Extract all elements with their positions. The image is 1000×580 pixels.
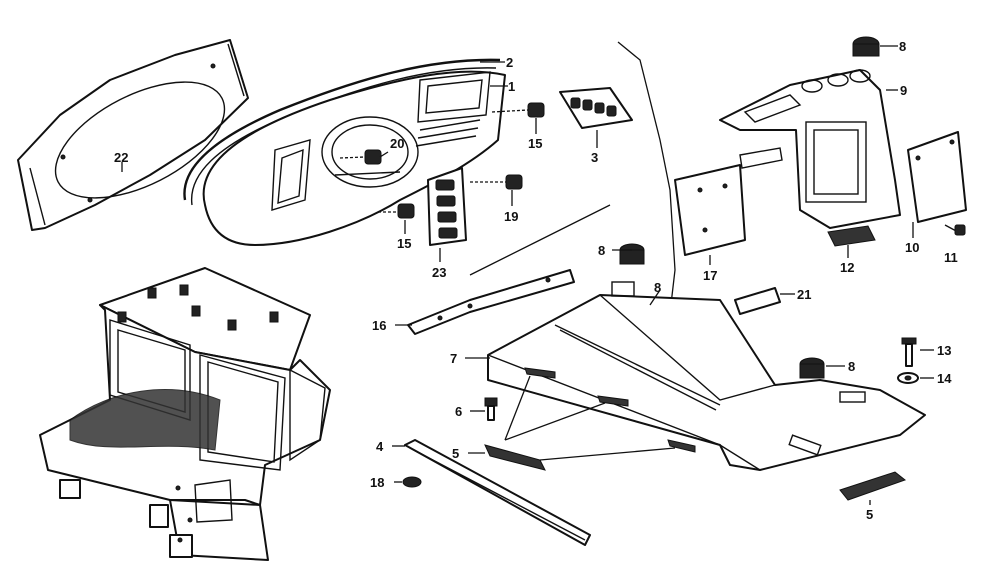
callout-15b: 15: [397, 236, 411, 251]
switch-panel-part-3: [559, 87, 633, 129]
cap-part-8-a: [852, 36, 880, 57]
callout-3: 3: [591, 150, 598, 165]
tread-part-5-left: [484, 367, 696, 471]
screw-part-6: [484, 397, 498, 421]
callout-19: 19: [504, 209, 518, 224]
callout-21: 21: [797, 287, 811, 302]
callout-11: 11: [944, 250, 958, 265]
screw-part-11: [944, 224, 966, 236]
trim-strip-part-2: [183, 58, 501, 201]
callout-5b: 5: [866, 507, 873, 522]
rear-panel-part-22: [17, 39, 249, 231]
screw-part-15-lower: [378, 203, 415, 219]
side-console-part-9: [719, 69, 901, 229]
callout-2: 2: [506, 55, 513, 70]
screw-part-15-upper: [491, 102, 545, 118]
washer-part-14: [897, 372, 919, 384]
rail-part-4: [404, 439, 591, 546]
callout-15a: 15: [528, 136, 542, 151]
callout-10: 10: [905, 240, 919, 255]
cap-part-8-b: [619, 243, 645, 265]
switch-strip-part-23: [427, 167, 467, 246]
callout-1: 1: [508, 79, 515, 94]
callout-16: 16: [372, 318, 386, 333]
bolt-part-13: [901, 337, 917, 367]
callout-12: 12: [840, 260, 854, 275]
callout-18: 18: [370, 475, 384, 490]
assembly-guide-line-2: [469, 204, 611, 276]
bracket-bar-part-16: [407, 269, 575, 335]
nut-part-18: [402, 476, 422, 488]
tread-part-5-right: [839, 471, 907, 501]
callout-8b: 8: [598, 243, 605, 258]
floor-panel-part-7: [487, 281, 926, 471]
callout-8d: 8: [848, 359, 855, 374]
callout-7: 7: [450, 351, 457, 366]
callout-leaders: [121, 45, 934, 505]
callout-17: 17: [703, 268, 717, 283]
callout-5a: 5: [452, 446, 459, 461]
callout-8c: 8: [654, 280, 661, 295]
callout-labels: 1 2 3 4 5 5 6 7 8 8 8 8 9 10 11 12 13 14…: [114, 39, 958, 522]
callout-23: 23: [432, 265, 446, 280]
screw-part-19: [470, 174, 523, 190]
mat-part-12: [827, 225, 876, 247]
dashboard-part-1: [202, 70, 506, 246]
callout-22: 22: [114, 150, 128, 165]
callout-8a: 8: [899, 39, 906, 54]
cover-plate-part-10: [907, 131, 967, 223]
callout-20: 20: [390, 136, 404, 151]
bracket-part-17: [674, 147, 783, 256]
callout-4: 4: [376, 439, 384, 454]
cab-frame-assembly: [39, 267, 331, 561]
callout-9: 9: [900, 83, 907, 98]
callout-6: 6: [455, 404, 462, 419]
assembly-guide-line: [617, 41, 676, 331]
callout-13: 13: [937, 343, 951, 358]
cap-part-8-d: [799, 357, 825, 379]
grommet-part-21: [734, 287, 781, 315]
callout-14: 14: [937, 371, 952, 386]
